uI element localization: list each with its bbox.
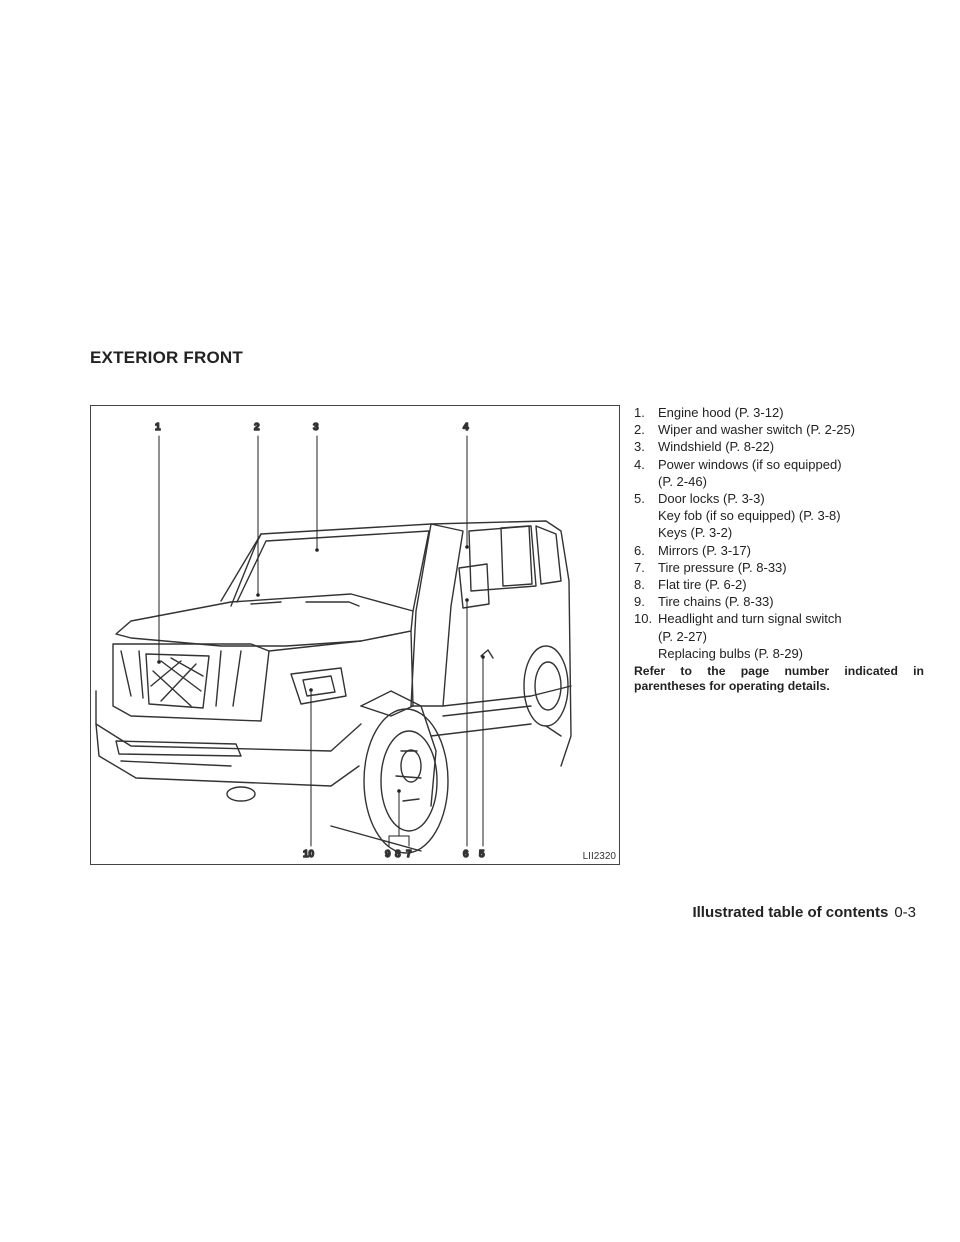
list-subitem: Replacing bulbs (P. 8-29) — [658, 645, 804, 661]
list-subitem: Keys (P. 3-2) — [658, 525, 733, 541]
reference-note: Refer to the page number indicated in pa… — [634, 664, 924, 694]
list-item: 5. Door locks (P. 3-3) — [634, 491, 765, 507]
figure-code: LII2320 — [582, 851, 616, 862]
list-subitem: (P. 2-27) — [658, 628, 707, 644]
callout-7: 7 — [406, 849, 412, 860]
callout-8: 8 — [395, 849, 401, 860]
van-drawing — [95, 520, 572, 854]
callout-3: 3 — [313, 422, 319, 433]
list-item: 2. Wiper and washer switch (P. 2-25) — [634, 422, 856, 438]
list-subitem: (P. 2-46) — [658, 473, 707, 489]
page-footer: Illustrated table of contents 0-3 — [692, 904, 916, 921]
list-item: 7. Tire pressure (P. 8-33) — [634, 559, 787, 575]
list-item: 9. Tire chains (P. 8-33) — [634, 594, 774, 610]
list-item: 10. Headlight and turn signal switch — [634, 611, 842, 627]
list-item: 4. Power windows (if so equipped) — [634, 456, 842, 472]
callout-6: 6 — [463, 849, 469, 860]
footer-section-label: Illustrated table of contents — [692, 904, 889, 921]
parts-list: 1. Engine hood (P. 3-12) 2. Wiper and wa… — [634, 404, 924, 694]
callout-4: 4 — [463, 422, 469, 433]
callout-5: 5 — [479, 849, 485, 860]
callout-2: 2 — [254, 422, 260, 433]
list-item: 6. Mirrors (P. 3-17) — [634, 542, 751, 558]
callout-10: 10 — [303, 849, 315, 860]
list-item: 8. Flat tire (P. 6-2) — [634, 577, 747, 593]
section-title: EXTERIOR FRONT — [90, 348, 243, 367]
callout-9: 9 — [385, 849, 391, 860]
vehicle-exterior-illustration: 1 2 3 4 10 9 8 7 6 5 LII2320 — [90, 405, 620, 865]
list-item: 1. Engine hood (P. 3-12) — [634, 405, 784, 420]
page-number: 0-3 — [894, 904, 916, 921]
list-subitem: Key fob (if so equipped) (P. 3-8) — [658, 508, 841, 524]
callout-1: 1 — [155, 422, 161, 433]
list-item: 3. Windshield (P. 8-22) — [634, 439, 775, 455]
